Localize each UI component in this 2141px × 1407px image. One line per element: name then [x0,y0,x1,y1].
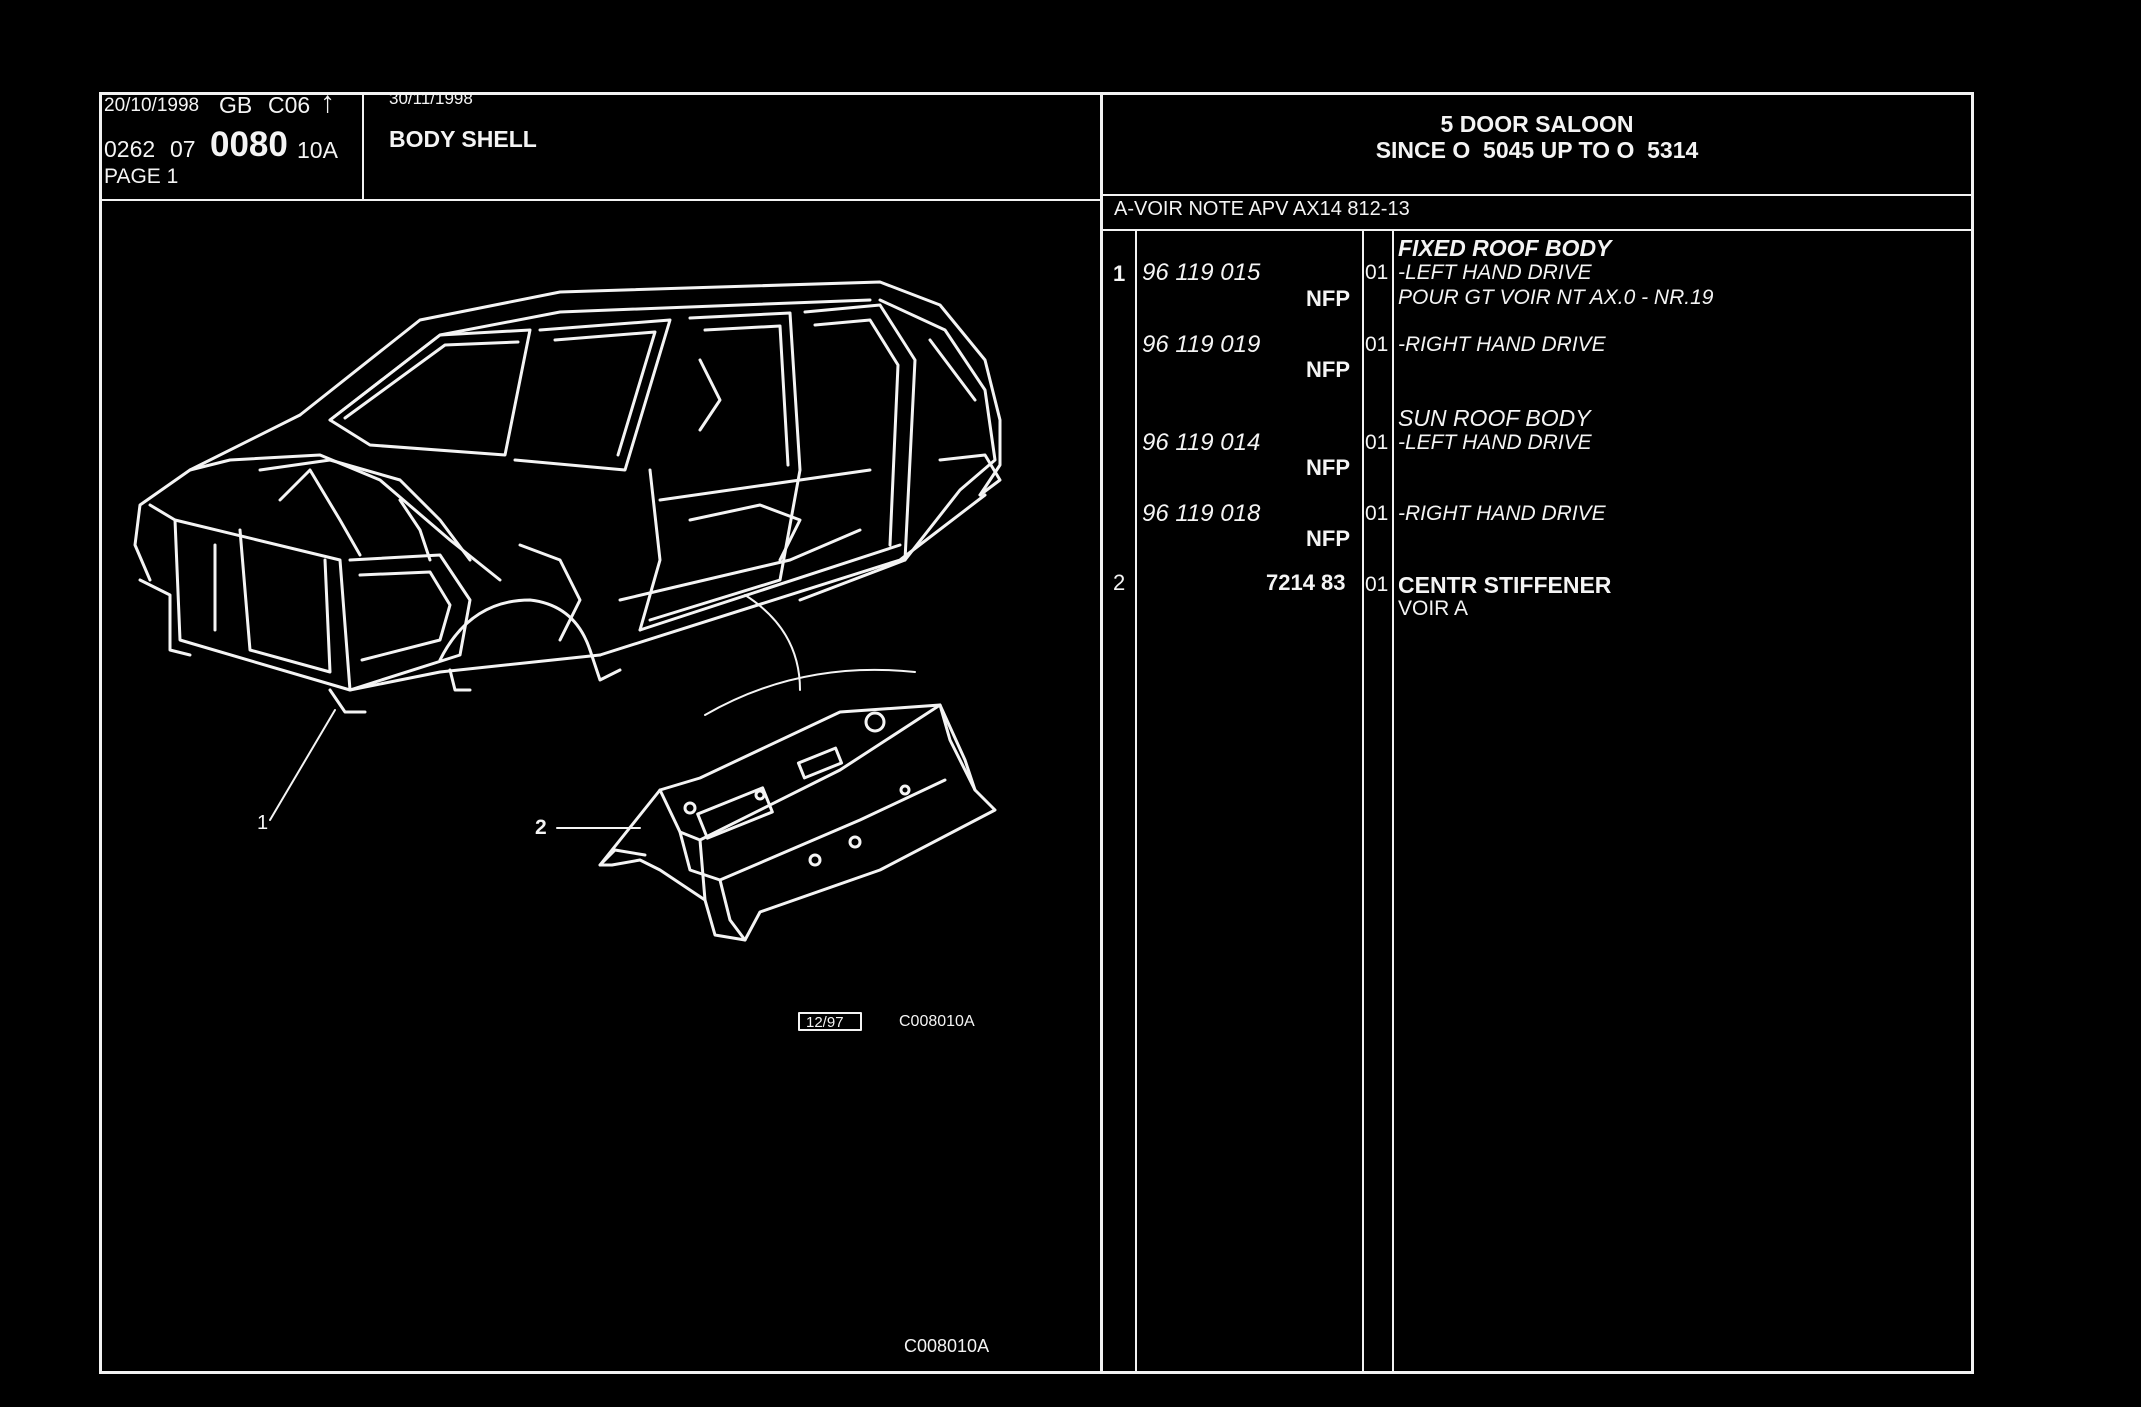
callout-1: 1 [257,812,269,834]
model-title: 5 DOOR SALOON [1440,111,1634,137]
frame-right [1971,92,1974,1374]
col-item-divider [1135,230,1137,1371]
part-desc: CENTR STIFFENER [1398,572,1612,598]
nfp-flag: NFP [1306,357,1350,382]
ref-main: 0080 [210,125,288,164]
col-qty-divider [1392,230,1394,1371]
ref-a: 0262 [104,136,156,162]
nfp-flag: NFP [1306,286,1350,311]
frame-center-divider [1100,92,1103,1374]
part-qty: 01 [1365,502,1389,525]
col-number-divider [1362,230,1364,1371]
print-date: 20/10/1998 [104,95,200,116]
part-qty: 01 [1365,333,1389,356]
footer-code: C008010A [904,1336,990,1356]
nfp-flag: NFP [1306,526,1350,551]
frame-bottom [100,1371,1974,1374]
note-row-bottom [1102,229,1972,231]
model-range: SINCE O 5045 UP TO O 5314 [1375,137,1699,163]
item-number: 1 [1113,261,1126,286]
update-date: 30/11/1998 [389,89,473,108]
part-number: 96 119 019 [1142,331,1261,358]
part-qty: 01 [1365,573,1389,596]
part-extra-note: POUR GT VOIR NT AX.0 - NR.19 [1398,286,1714,309]
part-number: 96 119 015 [1142,259,1261,286]
part-desc: -RIGHT HAND DRIVE [1398,333,1606,356]
part-number: 96 119 014 [1142,429,1261,456]
header-right-bottom [1102,194,1972,196]
part-desc: -LEFT HAND DRIVE [1398,431,1592,454]
group-sun-roof: SUN ROOF BODY [1398,405,1591,431]
section-title: BODY SHELL [389,126,537,152]
group-fixed-roof: FIXED ROOF BODY [1398,235,1612,261]
note-reference: A-VOIR NOTE APV AX14 812-13 [1114,198,1410,220]
page-number: PAGE 1 [104,165,179,188]
section-code: C06 [268,92,311,118]
language-code: GB [219,92,253,118]
part-number: 7214 83 [1266,570,1346,595]
part-desc: -LEFT HAND DRIVE [1398,261,1592,284]
item-number: 2 [1113,570,1126,595]
frame-top [100,92,1974,95]
part-qty: 01 [1365,431,1389,454]
part-qty: 01 [1365,261,1389,284]
ref-b: 07 [170,136,196,162]
frame-left [99,92,102,1374]
drawing-code: C008010A [899,1013,975,1030]
header-left-bottom [100,199,1102,201]
ref-suffix: 10A [297,137,338,163]
drawing-date-box: 12/97 [806,1014,844,1031]
up-arrow-icon: ↑ [320,86,335,119]
nfp-flag: NFP [1306,455,1350,480]
part-desc: -RIGHT HAND DRIVE [1398,502,1606,525]
header-left-split [362,92,364,200]
part-extra-note: VOIR A [1398,597,1469,620]
callout-2: 2 [535,816,547,839]
part-number: 96 119 018 [1142,500,1261,527]
